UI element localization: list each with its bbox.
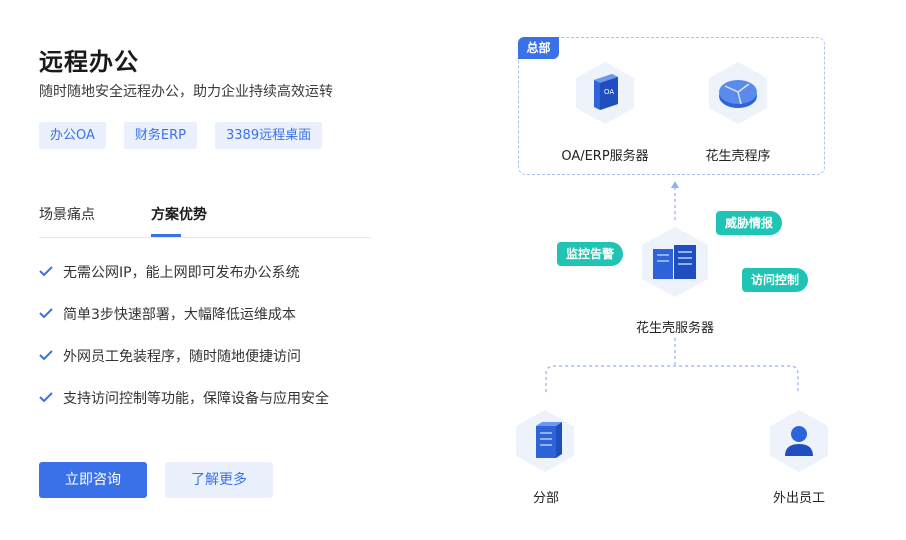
- oa-server-icon: OA: [576, 62, 634, 124]
- hq-badge: 总部: [518, 37, 559, 59]
- feature-list: 无需公网IP，能上网即可发布办公系统 简单3步快速部署，大幅降低运维成本 外网员…: [39, 262, 329, 430]
- access-control-badge: 访问控制: [742, 268, 809, 292]
- tag-list: 办公OA 财务ERP 3389远程桌面: [39, 122, 323, 149]
- feature-text: 外网员工免装程序，随时随地便捷访问: [63, 349, 301, 365]
- client-program-label: 花生壳程序: [705, 149, 771, 164]
- learn-more-button[interactable]: 了解更多: [165, 462, 273, 498]
- oa-server-label: OA/ERP服务器: [561, 149, 649, 164]
- check-icon: [39, 392, 53, 403]
- feature-text: 简单3步快速部署，大幅降低运维成本: [63, 307, 296, 323]
- branch-label: 分部: [532, 491, 559, 506]
- page-title: 远程办公: [39, 48, 139, 76]
- threat-intel-badge: 威胁情报: [716, 211, 783, 235]
- tab-active-indicator: [151, 234, 181, 237]
- tab-advantages[interactable]: 方案优势: [151, 207, 207, 223]
- page-subtitle: 随时随地安全远程办公，助力企业持续高效运转: [39, 84, 333, 100]
- client-program-icon: [709, 62, 767, 124]
- hq-container: [518, 37, 825, 175]
- list-item: 外网员工免装程序，随时随地便捷访问: [39, 346, 329, 388]
- server-cluster-icon: [642, 227, 708, 297]
- tag-remote-desktop[interactable]: 3389远程桌面: [215, 122, 323, 149]
- feature-text: 无需公网IP，能上网即可发布办公系统: [63, 265, 300, 281]
- tag-erp[interactable]: 财务ERP: [123, 122, 197, 149]
- server-label: 花生壳服务器: [635, 321, 714, 336]
- tag-oa[interactable]: 办公OA: [39, 122, 106, 149]
- feature-text: 支持访问控制等功能，保障设备与应用安全: [63, 391, 329, 407]
- user-icon: [770, 410, 828, 472]
- check-icon: [39, 308, 53, 319]
- svg-text:OA: OA: [604, 89, 614, 96]
- monitor-alert-badge: 监控告警: [557, 242, 624, 266]
- list-item: 支持访问控制等功能，保障设备与应用安全: [39, 388, 329, 430]
- list-item: 无需公网IP，能上网即可发布办公系统: [39, 262, 329, 304]
- tab-pain-points[interactable]: 场景痛点: [39, 207, 95, 223]
- check-icon: [39, 266, 53, 277]
- list-item: 简单3步快速部署，大幅降低运维成本: [39, 304, 329, 346]
- tab-bar: 场景痛点 方案优势: [39, 204, 371, 238]
- branch-server-icon: [516, 410, 574, 472]
- remote-staff-label: 外出员工: [772, 491, 825, 506]
- check-icon: [39, 350, 53, 361]
- consult-button[interactable]: 立即咨询: [39, 462, 147, 498]
